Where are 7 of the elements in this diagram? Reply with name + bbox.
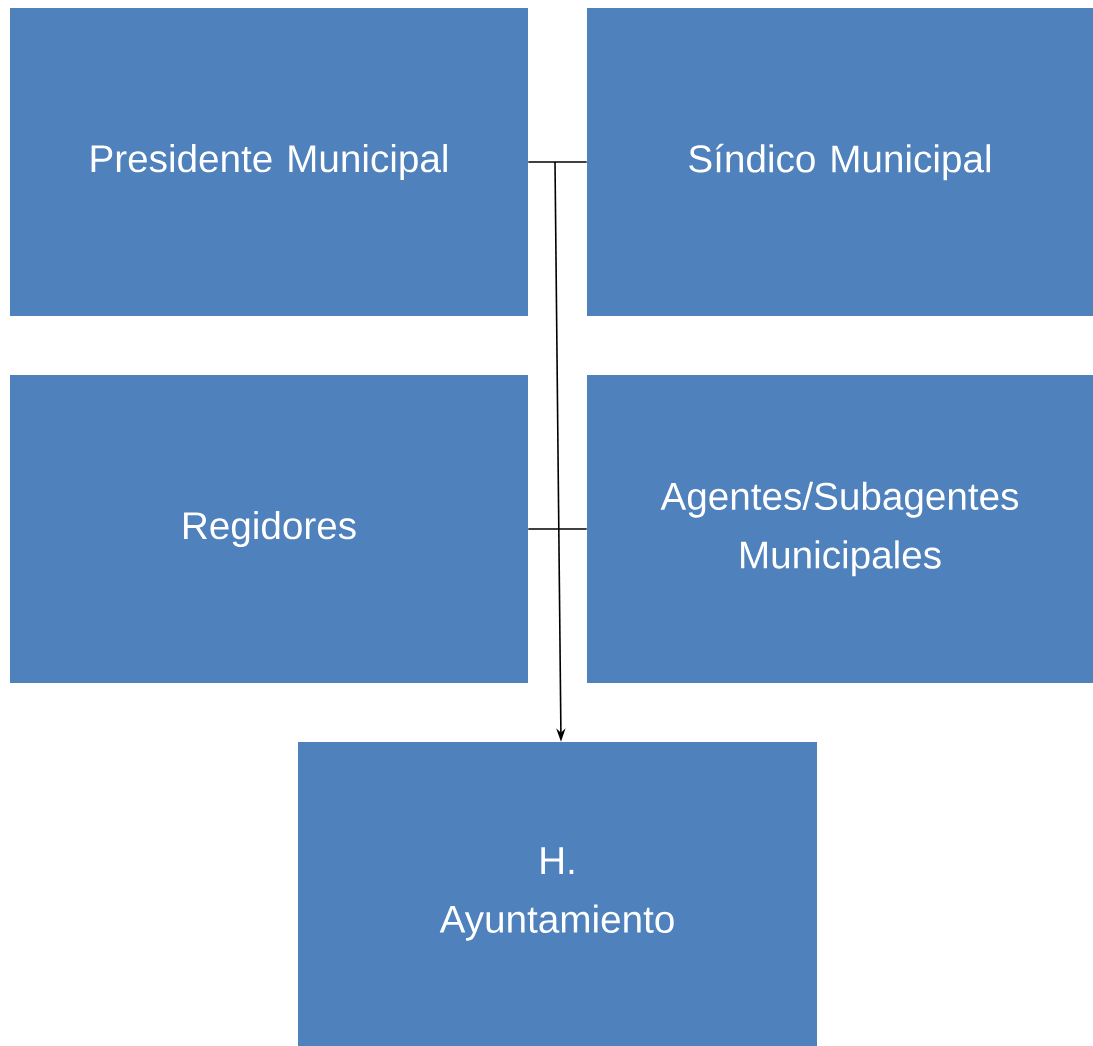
org-box: Agentes/Subagentes Municipales [587, 375, 1093, 683]
org-box: Presidente Municipal [10, 8, 528, 316]
org-box: Regidores [10, 375, 528, 683]
connector-line [527, 161, 588, 163]
org-box: Síndico Municipal [587, 8, 1093, 316]
org-box: H. Ayuntamiento [298, 742, 817, 1046]
connector-line [527, 528, 588, 530]
